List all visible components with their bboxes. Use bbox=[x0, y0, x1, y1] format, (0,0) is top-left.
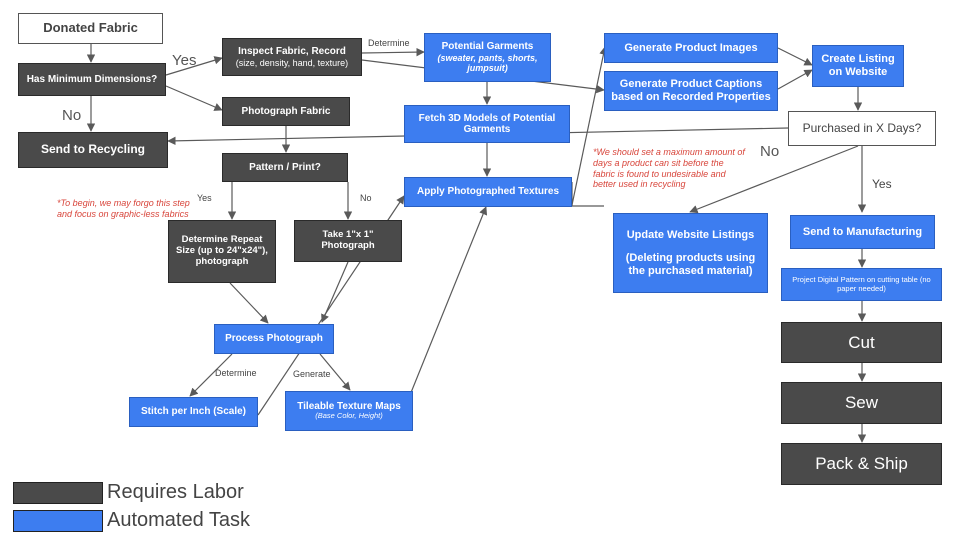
node-send-to-manufacturing: Send to Manufacturing bbox=[790, 215, 935, 249]
node-update-website-listings-sub: (Deleting products using the purchased m… bbox=[625, 252, 756, 277]
node-update-website-listings: Update Website Listings (Deleting produc… bbox=[613, 213, 768, 293]
note-graphic-less: *To begin, we may forgo this step and fo… bbox=[57, 198, 190, 219]
edge-process-to-stitch bbox=[189, 353, 233, 397]
note-max-days: *We should set a maximum amount of days … bbox=[593, 147, 745, 190]
node-purchased-in-x-days-label: Purchased in X Days? bbox=[802, 120, 922, 135]
node-pattern-print-label: Pattern / Print? bbox=[249, 161, 321, 173]
node-update-website-listings-label: Update Website Listings bbox=[626, 228, 755, 241]
edge-apply-to-images-frame bbox=[571, 182, 604, 207]
edge-repeat-to-process bbox=[229, 282, 269, 324]
node-potential-garments-label: Potential Garments bbox=[441, 41, 534, 53]
node-cut-label: Cut bbox=[848, 332, 875, 352]
edge-label-generate-maps: Generate bbox=[293, 369, 331, 379]
edge-label-determine-stitch: Determine bbox=[215, 368, 257, 378]
node-sew-label: Sew bbox=[844, 393, 879, 413]
node-has-minimum-dimensions-label: Has Minimum Dimensions? bbox=[26, 73, 158, 85]
node-stitch-per-inch-label: Stitch per Inch (Scale) bbox=[140, 406, 247, 418]
node-fetch-3d-models: Fetch 3D Models of Potential Garments bbox=[404, 105, 570, 143]
node-purchased-in-x-days: Purchased in X Days? bbox=[788, 111, 936, 146]
node-fetch-3d-models-label: Fetch 3D Models of Potential Garments bbox=[418, 112, 556, 136]
edge-label-yes-manufacturing: Yes bbox=[872, 177, 892, 191]
node-determine-repeat: Determine Repeat Size (up to 24"x24"), p… bbox=[168, 220, 276, 283]
node-potential-garments: Potential Garments (sweater, pants, shor… bbox=[424, 33, 551, 82]
node-take-photograph: Take 1"x 1" Photograph bbox=[294, 220, 402, 262]
node-donated-fabric-label: Donated Fabric bbox=[43, 20, 138, 36]
node-tileable-texture-maps-label: Tileable Texture Maps bbox=[297, 400, 401, 412]
node-process-photograph-label: Process Photograph bbox=[225, 333, 323, 345]
node-photograph-fabric: Photograph Fabric bbox=[222, 97, 350, 126]
node-pattern-print: Pattern / Print? bbox=[222, 153, 348, 182]
node-pack-and-ship-label: Pack & Ship bbox=[815, 454, 908, 474]
legend-labor-swatch bbox=[13, 482, 103, 504]
node-pack-and-ship: Pack & Ship bbox=[781, 443, 942, 485]
node-create-listing-label: Create Listing on Website bbox=[821, 53, 895, 78]
node-apply-textures-label: Apply Photographed Textures bbox=[416, 186, 560, 198]
edge-tileable-to-apply bbox=[407, 206, 488, 401]
node-take-photograph-label: Take 1"x 1" Photograph bbox=[321, 229, 375, 251]
node-has-minimum-dimensions: Has Minimum Dimensions? bbox=[18, 63, 166, 96]
node-project-digital-pattern-label: Project Digital Pattern on cutting table… bbox=[792, 274, 931, 293]
node-inspect-fabric: Inspect Fabric, Record (size, density, h… bbox=[222, 38, 362, 76]
node-project-digital-pattern: Project Digital Pattern on cutting table… bbox=[781, 268, 942, 301]
edge-label-yes-inspect: Yes bbox=[172, 52, 197, 69]
node-inspect-fabric-label: Inspect Fabric, Record bbox=[238, 46, 346, 58]
node-tileable-texture-maps-sub: (Base Color, Height) bbox=[315, 411, 383, 421]
node-generate-product-captions-label: Generate Product Captions based on Recor… bbox=[611, 78, 771, 103]
edge-label-no-take: No bbox=[360, 193, 372, 203]
node-generate-product-captions: Generate Product Captions based on Recor… bbox=[604, 71, 778, 111]
node-send-to-recycling-label: Send to Recycling bbox=[40, 142, 146, 157]
node-process-photograph: Process Photograph bbox=[214, 324, 334, 354]
node-apply-textures: Apply Photographed Textures bbox=[404, 177, 572, 207]
node-photograph-fabric-label: Photograph Fabric bbox=[241, 105, 331, 117]
node-inspect-fabric-sub: (size, density, hand, texture) bbox=[235, 57, 349, 68]
legend-automated-label: Automated Task bbox=[107, 509, 251, 531]
legend-automated-swatch bbox=[13, 510, 103, 532]
node-send-to-manufacturing-label: Send to Manufacturing bbox=[802, 225, 923, 238]
node-generate-product-images: Generate Product Images bbox=[604, 33, 778, 63]
edge-minimum-to-photograph bbox=[165, 85, 223, 111]
node-send-to-recycling: Send to Recycling bbox=[18, 132, 168, 168]
legend-labor-label: Requires Labor bbox=[107, 481, 244, 503]
edge-process-to-tileable bbox=[319, 353, 351, 391]
edge-label-yes-repeat: Yes bbox=[197, 193, 212, 203]
edge-minimum-to-inspect bbox=[165, 56, 223, 76]
edge-purchased-to-update bbox=[689, 145, 859, 214]
node-determine-repeat-label: Determine Repeat Size (up to 24"x24"), p… bbox=[176, 234, 268, 267]
edge-captions-to-listing bbox=[777, 69, 813, 90]
node-sew: Sew bbox=[781, 382, 942, 424]
node-tileable-texture-maps: Tileable Texture Maps (Base Color, Heigh… bbox=[285, 391, 413, 431]
node-create-listing: Create Listing on Website bbox=[812, 45, 904, 87]
node-donated-fabric: Donated Fabric bbox=[18, 13, 163, 44]
edge-images-to-listing bbox=[777, 47, 813, 66]
edge-label-no-recycle-listing: No bbox=[760, 143, 780, 160]
edge-label-determine-garments: Determine bbox=[368, 38, 410, 48]
node-generate-product-images-label: Generate Product Images bbox=[624, 41, 758, 54]
node-potential-garments-sub: (sweater, pants, shorts, jumpsuit) bbox=[437, 52, 538, 74]
node-cut: Cut bbox=[781, 322, 942, 363]
edge-inspect-to-garments bbox=[361, 47, 425, 57]
edge-label-no-recycling: No bbox=[62, 107, 82, 124]
node-stitch-per-inch: Stitch per Inch (Scale) bbox=[129, 397, 258, 427]
edge-apply-to-images bbox=[571, 46, 608, 206]
